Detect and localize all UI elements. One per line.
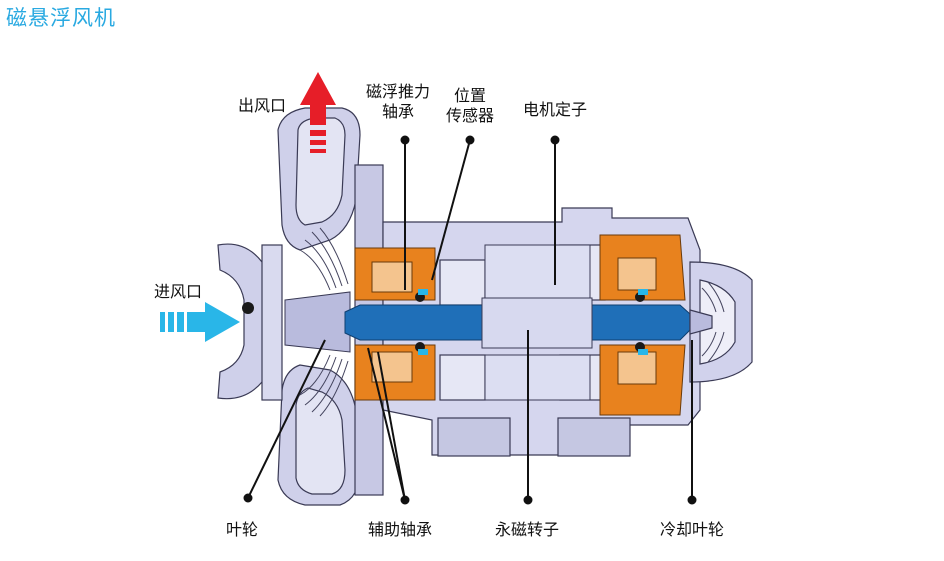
label-outlet: 出风口 xyxy=(238,96,287,115)
volute-housing xyxy=(217,107,384,506)
cooling-impeller-blades xyxy=(701,281,725,363)
label-thrust-bearing-line2: 轴承 xyxy=(382,102,415,121)
label-position-sensor: 位置 传感器 xyxy=(446,86,494,126)
permanent-magnet-rotor xyxy=(481,297,593,349)
rotation-symbol-icon xyxy=(242,302,254,314)
label-inlet: 进风口 xyxy=(154,282,203,301)
motor-stator xyxy=(484,244,591,306)
label-thrust-bearing: 磁浮推力 轴承 xyxy=(366,82,430,122)
label-thrust-bearing-line1: 磁浮推力 xyxy=(366,82,431,101)
label-position-sensor-line1: 位置 xyxy=(454,86,487,105)
label-aux-bearing: 辅助轴承 xyxy=(368,520,433,539)
sensor-rings xyxy=(418,289,648,355)
label-impeller: 叶轮 xyxy=(226,520,259,539)
inlet-arrow xyxy=(160,302,240,342)
outlet-arrow xyxy=(300,72,336,153)
label-motor-stator: 电机定子 xyxy=(523,100,588,119)
motor-stator-lower xyxy=(484,354,591,401)
right-bearing-assembly xyxy=(599,234,686,416)
cooling-impeller xyxy=(689,261,753,383)
impeller-blades xyxy=(299,227,349,417)
leader-lines xyxy=(243,135,697,505)
label-position-sensor-line2: 传感器 xyxy=(446,106,495,125)
label-cooling-impeller: 冷却叶轮 xyxy=(660,520,725,539)
page-title: 磁悬浮风机 xyxy=(6,6,116,30)
impeller-hub xyxy=(284,291,351,353)
label-pm-rotor: 永磁转子 xyxy=(495,520,560,539)
